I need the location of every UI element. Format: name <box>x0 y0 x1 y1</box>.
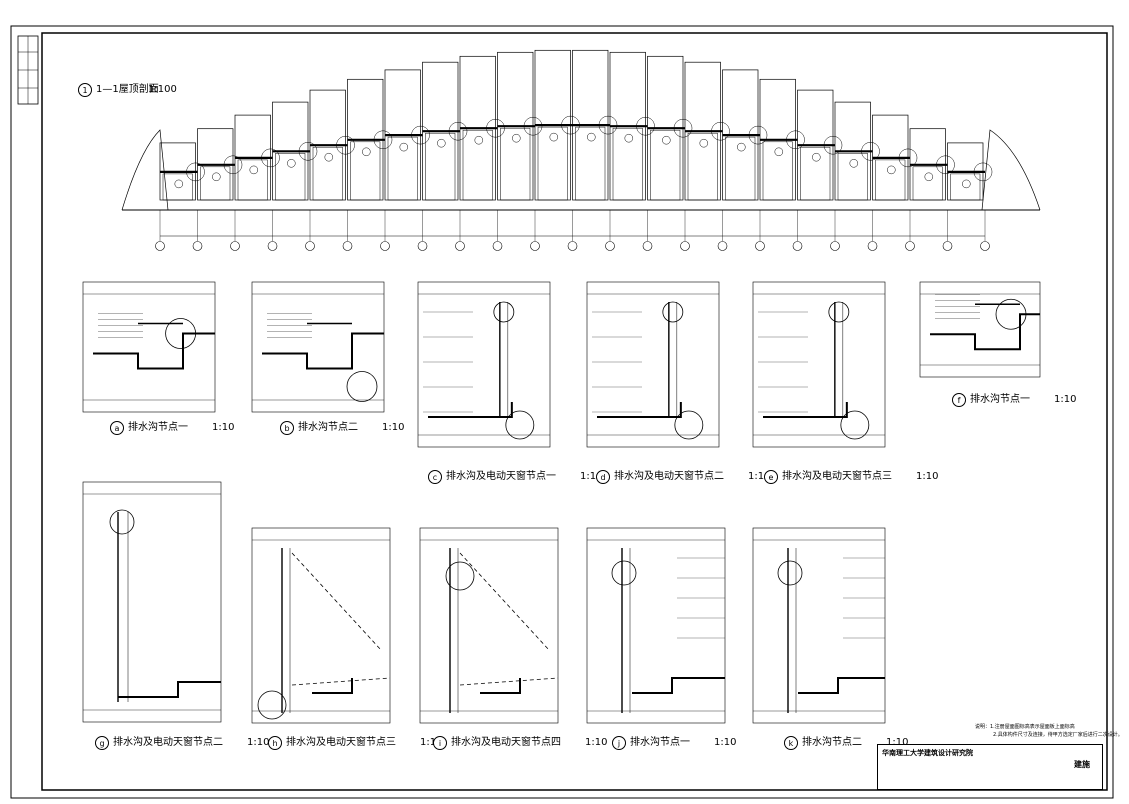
note-line-2: 2.具体构件尺寸及连接，待甲方选定厂家后进行二次设计。 <box>993 732 1123 738</box>
general-notes: 说明：1.注册屋面图标高表示屋面板上面标高 2.具体构件尺寸及连接，待甲方选定厂… <box>975 723 1123 739</box>
detail-title: 排水沟节点二 <box>802 737 862 748</box>
detail-title: 排水沟及电动天窗节点三 <box>782 471 892 482</box>
detail-scale: 1:10 <box>714 737 737 748</box>
section-title: 1—1屋顶剖面 <box>96 84 159 95</box>
detail-marker: d <box>596 470 610 484</box>
title-block: 华南理工大学建筑设计研究院 建施 <box>877 744 1103 790</box>
drawing-number-label: 建施 <box>1074 760 1090 769</box>
detail-marker: i <box>433 736 447 750</box>
roof-section-drawing <box>121 49 1041 251</box>
detail-scale: 1:10 <box>1054 394 1077 405</box>
detail-title: 排水沟节点一 <box>128 422 188 433</box>
detail-marker: f <box>952 393 966 407</box>
section-marker: 1 <box>78 83 92 97</box>
detail-marker: j <box>612 736 626 750</box>
detail-marker: h <box>268 736 282 750</box>
detail-title: 排水沟及电动天窗节点四 <box>451 737 561 748</box>
detail-marker: k <box>784 736 798 750</box>
detail-frames <box>82 281 1041 724</box>
detail-scale: 1:10 <box>382 422 405 433</box>
detail-marker: b <box>280 421 294 435</box>
detail-scale: 1:10 <box>212 422 235 433</box>
detail-title: 排水沟及电动天窗节点二 <box>113 737 223 748</box>
detail-scale: 1:10 <box>247 737 270 748</box>
detail-scale: 1:10 <box>420 737 443 748</box>
detail-title: 排水沟节点一 <box>970 394 1030 405</box>
detail-title: 排水沟节点二 <box>298 422 358 433</box>
detail-scale: 1:10 <box>585 737 608 748</box>
detail-marker: e <box>764 470 778 484</box>
detail-scale: 1:10 <box>886 737 909 748</box>
detail-marker: c <box>428 470 442 484</box>
detail-title: 排水沟及电动天窗节点二 <box>614 471 724 482</box>
detail-marker: a <box>110 421 124 435</box>
detail-title: 排水沟及电动天窗节点三 <box>286 737 396 748</box>
detail-marker: g <box>95 736 109 750</box>
note-line-1: 说明：1.注册屋面图标高表示屋面板上面标高 <box>975 724 1075 730</box>
detail-scale: 1:10 <box>916 471 939 482</box>
section-scale: 1:100 <box>148 84 177 95</box>
detail-scale: 1:10 <box>580 471 603 482</box>
detail-title: 排水沟节点一 <box>630 737 690 748</box>
org-name: 华南理工大学建筑设计研究院 <box>882 749 973 757</box>
detail-scale: 1:10 <box>748 471 771 482</box>
detail-title: 排水沟及电动天窗节点一 <box>446 471 556 482</box>
